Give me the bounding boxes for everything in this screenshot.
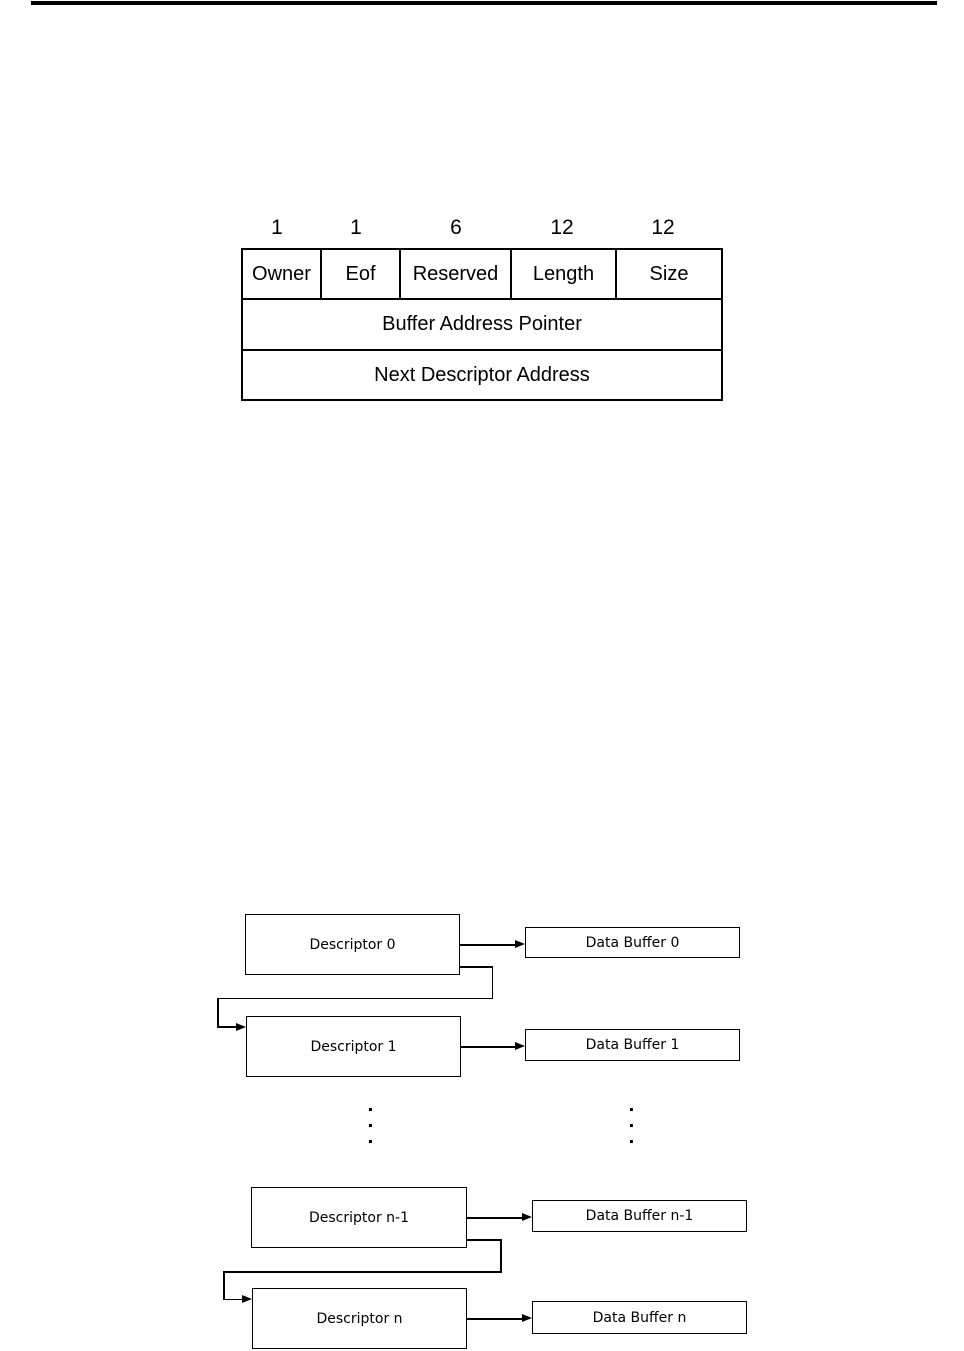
arrow-head-icon bbox=[242, 1295, 252, 1303]
descriptor-format-table: Owner Eof Reserved Length Size Buffer Ad… bbox=[241, 248, 723, 401]
arrow-head-icon bbox=[522, 1314, 532, 1322]
buffer-address-pointer-row: Buffer Address Pointer bbox=[243, 298, 721, 349]
page-top-rule bbox=[31, 1, 937, 5]
field-cell-reserved: Reserved bbox=[399, 250, 510, 298]
bit-width-label: 1 bbox=[350, 216, 362, 239]
next-descriptor-connector bbox=[223, 1271, 225, 1300]
next-descriptor-connector bbox=[223, 1298, 243, 1300]
bit-width-label: 6 bbox=[450, 216, 462, 239]
buffer-pointer-arrow bbox=[467, 1217, 523, 1219]
next-descriptor-connector bbox=[460, 966, 493, 968]
data-buffer-box: Data Buffer 0 bbox=[525, 927, 740, 958]
next-descriptor-connector bbox=[500, 1239, 502, 1273]
field-cell-owner: Owner bbox=[252, 262, 311, 285]
arrow-head-icon bbox=[515, 940, 525, 948]
buffer-pointer-arrow bbox=[467, 1318, 523, 1320]
next-descriptor-address-row: Next Descriptor Address bbox=[243, 349, 721, 399]
field-cell-length: Length bbox=[510, 250, 615, 298]
field-row: Owner Eof Reserved Length Size bbox=[243, 250, 721, 298]
next-descriptor-connector bbox=[223, 1271, 502, 1273]
descriptor-box: Descriptor n bbox=[252, 1288, 467, 1349]
field-cell-eof: Eof bbox=[320, 250, 399, 298]
next-descriptor-connector bbox=[217, 1026, 237, 1028]
arrow-head-icon bbox=[236, 1022, 246, 1031]
bit-width-label: 12 bbox=[651, 216, 675, 239]
data-buffer-box: Data Buffer 1 bbox=[525, 1029, 740, 1061]
descriptor-box: Descriptor 1 bbox=[246, 1016, 461, 1077]
data-buffer-box: Data Buffer n bbox=[532, 1301, 747, 1334]
next-descriptor-connector bbox=[217, 997, 219, 1028]
bit-width-label: 1 bbox=[271, 216, 283, 239]
next-descriptor-connector bbox=[217, 997, 493, 999]
buffer-pointer-arrow bbox=[460, 944, 516, 946]
arrow-head-icon bbox=[515, 1042, 525, 1050]
data-buffer-box: Data Buffer n-1 bbox=[532, 1200, 747, 1232]
bit-width-label: 12 bbox=[550, 216, 574, 239]
descriptor-box: Descriptor 0 bbox=[245, 914, 460, 975]
field-cell-size: Size bbox=[615, 250, 721, 298]
next-descriptor-connector bbox=[491, 966, 493, 999]
buffer-pointer-arrow bbox=[461, 1046, 516, 1048]
arrow-head-icon bbox=[522, 1213, 532, 1221]
next-descriptor-connector bbox=[467, 1239, 502, 1241]
descriptor-box: Descriptor n-1 bbox=[251, 1187, 467, 1248]
